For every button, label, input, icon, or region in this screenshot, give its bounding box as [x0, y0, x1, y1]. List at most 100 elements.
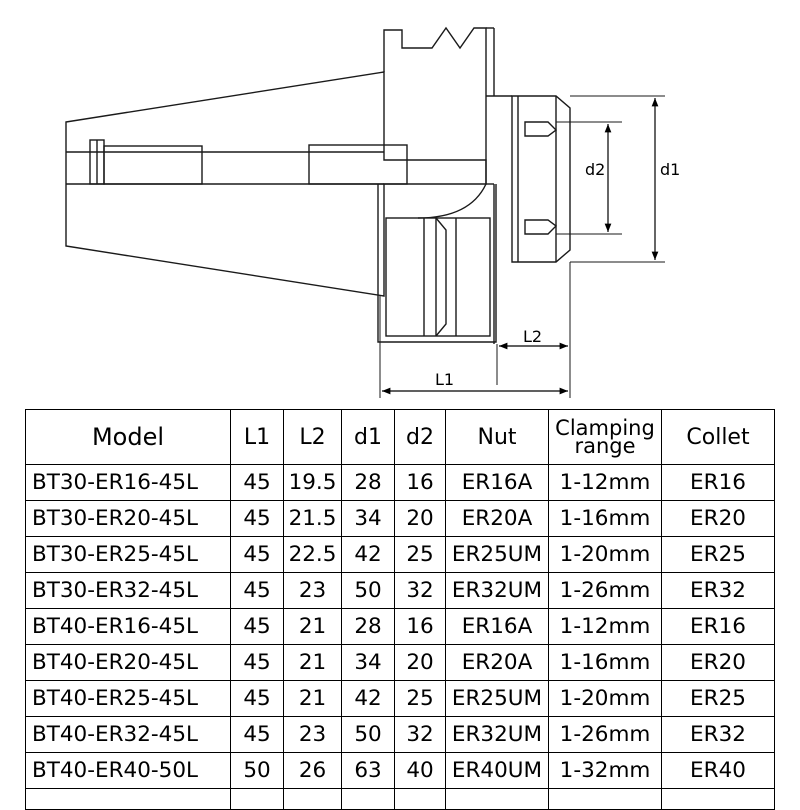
- header-nut: Nut: [445, 409, 549, 465]
- cell-d1: 28: [341, 608, 395, 645]
- cell-clamping-range: 1-12mm: [548, 464, 662, 501]
- cell-l2: 23: [283, 716, 342, 753]
- cell-l1: 45: [230, 608, 284, 645]
- dimension-arrows: [382, 98, 659, 395]
- cell-clamping-range: 1-20mm: [548, 536, 662, 573]
- cell-collet: ER25: [661, 680, 775, 717]
- cell-empty: [341, 788, 395, 810]
- cell-nut: ER16A: [445, 608, 549, 645]
- header-collet: Collet: [661, 409, 775, 465]
- header-clamping-line2: range: [574, 434, 636, 458]
- cell-model: BT30-ER20-45L: [25, 500, 231, 537]
- cell-l2: 21: [283, 644, 342, 681]
- cell-model: BT30-ER32-45L: [25, 572, 231, 609]
- cell-empty: [548, 788, 662, 810]
- cell-nut: ER20A: [445, 644, 549, 681]
- cell-d1: 34: [341, 500, 395, 537]
- cell-d1: 42: [341, 680, 395, 717]
- cell-d2: 32: [394, 716, 446, 753]
- spec-table: Model L1 L2 d1 d2 Nut Clamping range Col…: [25, 409, 775, 810]
- cell-d1: 63: [341, 752, 395, 789]
- cell-l2: 23: [283, 572, 342, 609]
- cell-d1: 50: [341, 716, 395, 753]
- d2-label: d2: [585, 160, 605, 179]
- cell-d2: 16: [394, 464, 446, 501]
- table-header-row: Model L1 L2 d1 d2 Nut Clamping range Col…: [25, 409, 775, 465]
- cell-collet: ER16: [661, 608, 775, 645]
- cell-collet: ER16: [661, 464, 775, 501]
- cell-l1: 45: [230, 716, 284, 753]
- cell-nut: ER25UM: [445, 536, 549, 573]
- cell-model: BT40-ER20-45L: [25, 644, 231, 681]
- body-neck: [377, 183, 497, 343]
- cell-l1: 45: [230, 536, 284, 573]
- cell-model: BT40-ER40-50L: [25, 752, 231, 789]
- cell-clamping-range: 1-16mm: [548, 644, 662, 681]
- cell-model: BT40-ER25-45L: [25, 680, 231, 717]
- cell-collet: ER20: [661, 500, 775, 537]
- l2-label: L2: [523, 327, 542, 346]
- collet-nut: [511, 95, 571, 263]
- cell-l1: 45: [230, 464, 284, 501]
- cell-d2: 25: [394, 536, 446, 573]
- cell-l1: 45: [230, 644, 284, 681]
- cell-clamping-range: 1-16mm: [548, 500, 662, 537]
- cell-nut: ER32UM: [445, 716, 549, 753]
- header-l2: L2: [283, 409, 342, 465]
- cell-clamping-range: 1-26mm: [548, 716, 662, 753]
- header-clamping-line1: Clamping: [555, 416, 655, 440]
- cell-nut: ER32UM: [445, 572, 549, 609]
- cell-collet: ER32: [661, 572, 775, 609]
- cell-d1: 42: [341, 536, 395, 573]
- cell-d1: 34: [341, 644, 395, 681]
- header-l1: L1: [230, 409, 284, 465]
- extension-lines: [379, 95, 665, 398]
- cell-d2: 32: [394, 572, 446, 609]
- cell-clamping-range: 1-32mm: [548, 752, 662, 789]
- cell-model: BT30-ER16-45L: [25, 464, 231, 501]
- cell-model: BT30-ER25-45L: [25, 536, 231, 573]
- cell-empty: [445, 788, 549, 810]
- table-row-partial: [25, 788, 775, 810]
- cell-collet: ER32: [661, 716, 775, 753]
- cell-collet: ER20: [661, 644, 775, 681]
- cell-d2: 40: [394, 752, 446, 789]
- cell-empty: [394, 788, 446, 810]
- cell-d2: 25: [394, 680, 446, 717]
- cell-clamping-range: 1-26mm: [548, 572, 662, 609]
- taper-shank: [65, 71, 487, 297]
- cell-l1: 50: [230, 752, 284, 789]
- cell-l2: 21: [283, 608, 342, 645]
- cell-l2: 21: [283, 680, 342, 717]
- header-model: Model: [25, 409, 231, 465]
- cell-nut: ER20A: [445, 500, 549, 537]
- cell-clamping-range: 1-20mm: [548, 680, 662, 717]
- cell-empty: [283, 788, 342, 810]
- tool-holder-drawing: d1 d2 L1 L2: [65, 26, 680, 398]
- cell-d1: 28: [341, 464, 395, 501]
- cell-d2: 20: [394, 500, 446, 537]
- d1-label: d1: [660, 160, 680, 179]
- cell-l2: 19.5: [283, 464, 342, 501]
- cell-d1: 50: [341, 572, 395, 609]
- cell-empty: [661, 788, 775, 810]
- cell-model: BT40-ER16-45L: [25, 608, 231, 645]
- cell-d2: 16: [394, 608, 446, 645]
- header-d2: d2: [394, 409, 446, 465]
- cell-clamping-range: 1-12mm: [548, 608, 662, 645]
- cell-nut: ER25UM: [445, 680, 549, 717]
- header-d1: d1: [341, 409, 395, 465]
- cell-d2: 20: [394, 644, 446, 681]
- cell-l2: 22.5: [283, 536, 342, 573]
- cell-l2: 21.5: [283, 500, 342, 537]
